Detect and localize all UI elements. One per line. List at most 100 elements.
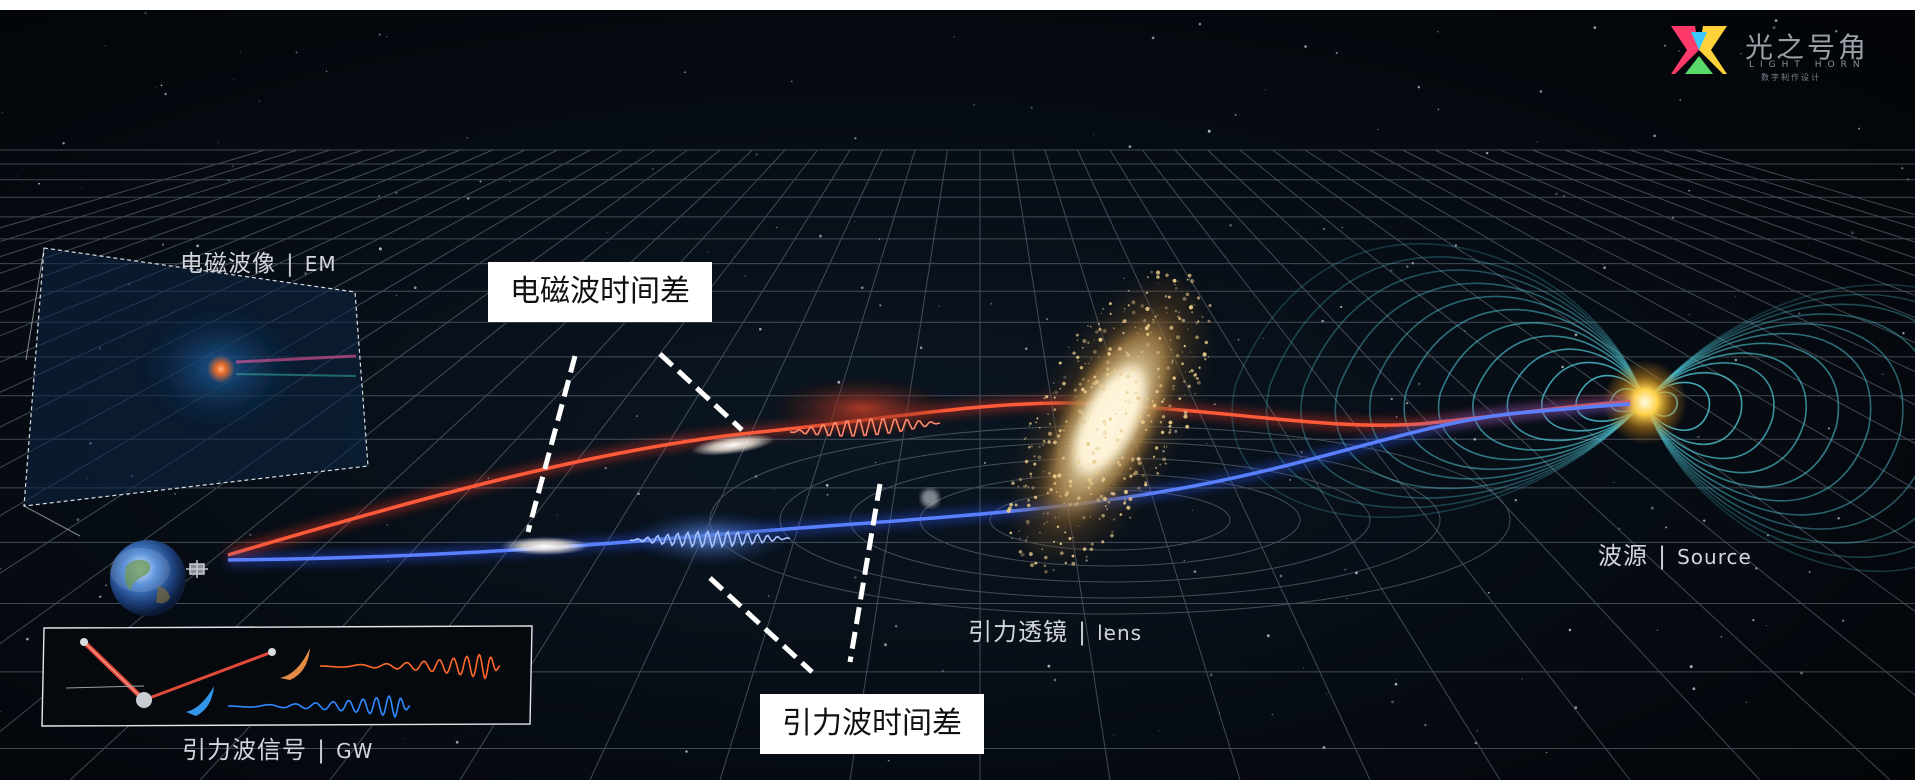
grid-line bbox=[1597, 149, 1915, 259]
galaxy-dust-speck bbox=[1027, 503, 1031, 507]
galaxy-dust-speck bbox=[1031, 486, 1035, 490]
star bbox=[1825, 66, 1827, 68]
galaxy-dust-speck bbox=[1086, 403, 1088, 406]
galaxy-dust-speck bbox=[1084, 363, 1086, 365]
galaxy-dust-speck bbox=[1083, 390, 1087, 394]
star bbox=[854, 137, 857, 140]
galaxy-dust-speck bbox=[1046, 491, 1049, 495]
star bbox=[1734, 295, 1737, 298]
galaxy-dust-speck bbox=[1108, 501, 1110, 504]
galaxy-dust-speck bbox=[1121, 456, 1124, 460]
galaxy-dust-speck bbox=[1166, 366, 1171, 370]
star bbox=[1264, 89, 1266, 91]
star bbox=[1030, 106, 1033, 109]
grid-line bbox=[1304, 149, 1915, 545]
galaxy-dust-speck bbox=[1123, 307, 1126, 310]
galaxy-dust-speck bbox=[1187, 273, 1192, 278]
star bbox=[1113, 734, 1115, 736]
galaxy-dust-speck bbox=[1025, 539, 1028, 542]
galaxy-dust-speck bbox=[1091, 381, 1096, 386]
star bbox=[1340, 305, 1343, 308]
lens-label-zh: 引力透镜 bbox=[968, 618, 1068, 646]
galaxy-dust-speck bbox=[1140, 328, 1142, 330]
star bbox=[1539, 90, 1543, 93]
star bbox=[1772, 26, 1776, 29]
galaxy-dust-speck bbox=[1034, 561, 1038, 565]
star bbox=[685, 750, 688, 753]
galaxy-dust-speck bbox=[1145, 306, 1150, 311]
galaxy-dust-speck bbox=[1095, 447, 1099, 451]
star bbox=[1289, 479, 1291, 481]
em-counterpart-flare bbox=[280, 648, 310, 680]
galaxy-dust-speck bbox=[1116, 438, 1120, 442]
galaxy-dust-speck bbox=[1129, 516, 1132, 519]
star bbox=[1720, 636, 1723, 638]
star bbox=[1322, 746, 1326, 749]
galaxy-dust-speck bbox=[1167, 295, 1171, 299]
galaxy-dust-speck bbox=[1114, 413, 1117, 416]
galaxy-dust-speck bbox=[1184, 393, 1186, 395]
star bbox=[76, 518, 80, 522]
galaxy-dust-speck bbox=[1098, 337, 1103, 342]
star bbox=[404, 738, 406, 740]
star bbox=[1192, 509, 1194, 511]
star bbox=[1266, 634, 1270, 638]
star bbox=[1104, 627, 1108, 631]
galaxy-dust-speck bbox=[1027, 498, 1030, 502]
grid-line bbox=[589, 149, 883, 780]
galaxy-dust-speck bbox=[1204, 358, 1207, 361]
galaxy-dust-speck bbox=[1196, 296, 1201, 300]
galaxy-dust-speck bbox=[1163, 446, 1165, 448]
galaxy-dust-speck bbox=[1172, 278, 1177, 283]
galaxy-dust-speck bbox=[1143, 319, 1147, 322]
star bbox=[1663, 44, 1667, 48]
star bbox=[1045, 318, 1049, 321]
grid-line bbox=[1499, 149, 1915, 319]
star bbox=[1424, 724, 1427, 727]
galaxy-dust-speck bbox=[1202, 352, 1207, 357]
galaxy-dust-speck bbox=[1129, 373, 1131, 375]
galaxy-dust-speck bbox=[1066, 492, 1069, 495]
galaxy-dust-speck bbox=[1081, 346, 1084, 349]
galaxy-dust-speck bbox=[1068, 502, 1072, 507]
star bbox=[1294, 164, 1296, 166]
galaxy-dust-speck bbox=[1053, 382, 1055, 384]
galaxy-dust-speck bbox=[1164, 306, 1168, 310]
star bbox=[1688, 189, 1691, 192]
galaxy-dust-speck bbox=[1075, 333, 1079, 337]
galaxy-dust-speck bbox=[1152, 318, 1155, 321]
star bbox=[744, 275, 747, 277]
galaxy-dust-speck bbox=[1131, 457, 1135, 462]
star bbox=[1174, 429, 1178, 433]
star bbox=[1613, 482, 1615, 484]
galaxy-dust-speck bbox=[1115, 370, 1118, 373]
galaxy-dust-speck bbox=[1207, 355, 1210, 358]
star bbox=[1417, 86, 1420, 89]
galaxy-dust-speck bbox=[1018, 477, 1023, 482]
star bbox=[1671, 216, 1675, 219]
galaxy-dust-speck bbox=[1183, 414, 1188, 419]
galaxy-dust-speck bbox=[1028, 424, 1031, 427]
grid-line bbox=[1532, 149, 1915, 296]
galaxy-dust-speck bbox=[1159, 463, 1162, 466]
star bbox=[395, 191, 398, 195]
galaxy-dust-speck bbox=[1140, 304, 1145, 308]
galaxy-dust-speck bbox=[1024, 459, 1029, 464]
star bbox=[466, 137, 469, 139]
galaxy-dust-speck bbox=[1011, 538, 1013, 540]
galaxy-dust-speck bbox=[1193, 304, 1196, 306]
galaxy-dust-speck bbox=[1204, 340, 1209, 345]
galaxy-dust-speck bbox=[1098, 327, 1102, 331]
star bbox=[1850, 231, 1854, 235]
galaxy-dust-speck bbox=[1081, 377, 1085, 381]
galaxy-dust-speck bbox=[1188, 371, 1191, 373]
star bbox=[1418, 382, 1421, 386]
star bbox=[1813, 543, 1815, 545]
grid-line bbox=[0, 149, 396, 293]
galaxy-dust-speck bbox=[1073, 536, 1075, 538]
star bbox=[1555, 192, 1558, 196]
star bbox=[26, 637, 29, 641]
star bbox=[1546, 751, 1548, 754]
galaxy-dust-speck bbox=[1168, 420, 1173, 425]
